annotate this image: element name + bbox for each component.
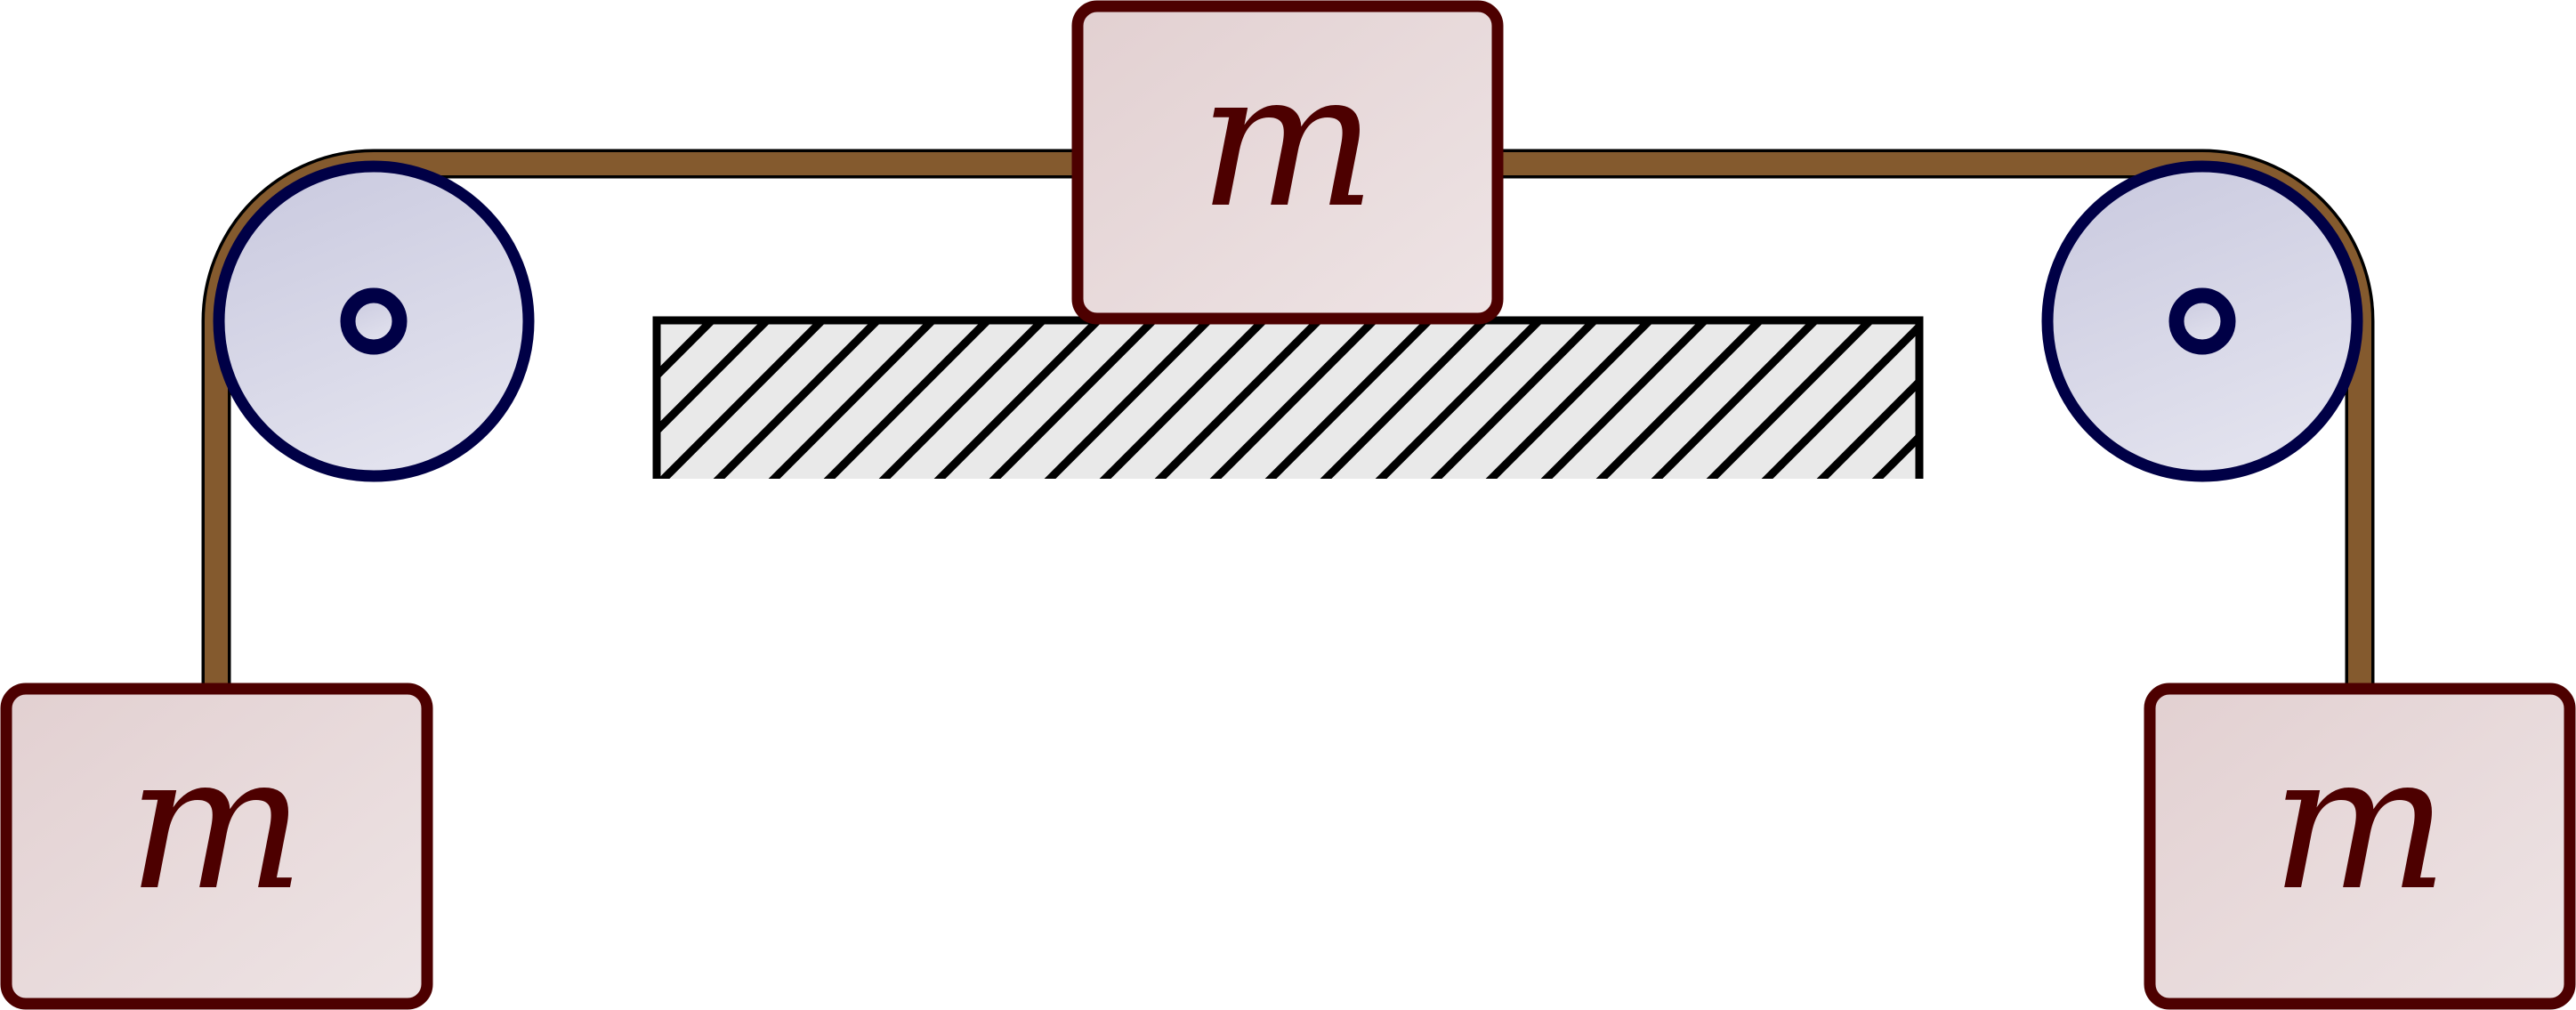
mass-label: m — [127, 714, 304, 932]
block-left: m — [0, 683, 433, 1010]
block-body — [1071, 0, 1504, 325]
pulley-axle-icon — [2168, 287, 2236, 355]
mass-label: m — [2271, 714, 2448, 932]
mass-label: m — [1199, 31, 1376, 249]
block-body — [2144, 683, 2576, 1010]
block-top: m — [1071, 0, 1504, 325]
block-right: m — [2144, 683, 2576, 1010]
table-hatch — [657, 320, 1919, 479]
right-pulley — [2041, 160, 2363, 482]
table-surface — [652, 316, 1924, 479]
block-body — [0, 683, 433, 1010]
left-pulley — [213, 160, 535, 482]
pulley-axle-icon — [340, 287, 408, 355]
